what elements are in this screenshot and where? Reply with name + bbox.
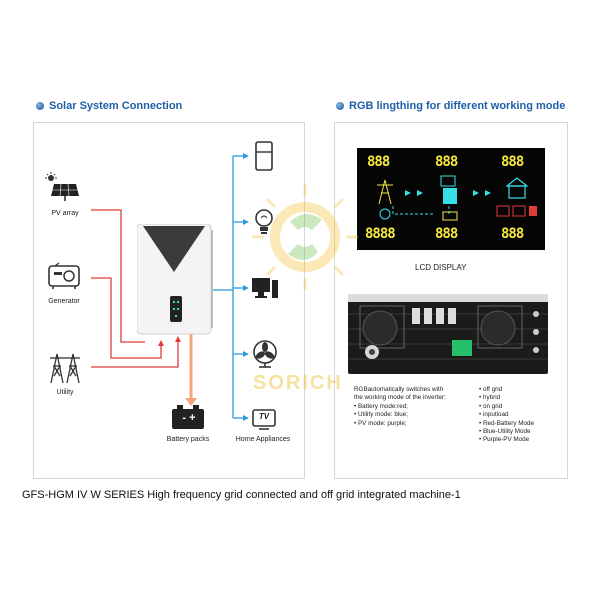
sun-logo-icon bbox=[252, 184, 358, 290]
lcd-digits-top-left: 888 bbox=[367, 154, 390, 170]
lcd-flow-graphics bbox=[377, 175, 537, 221]
watermark-text: SORICH bbox=[253, 372, 343, 394]
left-panel-title: Solar System Connection bbox=[36, 100, 182, 112]
battery-terminal-signs: - + bbox=[182, 412, 196, 424]
battery-icon bbox=[172, 405, 204, 429]
utility bbox=[47, 350, 83, 389]
appliance-fridge bbox=[253, 141, 275, 176]
lcd-digits-bottom-mid: 888 bbox=[435, 226, 458, 242]
appliance-lightbulb bbox=[253, 207, 275, 242]
pv-wire bbox=[91, 209, 145, 343]
legend-line: • inputload bbox=[479, 411, 509, 419]
utility-tower-icon bbox=[50, 353, 80, 384]
legend-line: • Purple-PV Mode bbox=[479, 436, 530, 444]
right-panel-title: RGB lingthing for different working mode bbox=[336, 100, 565, 112]
page-caption: GFS-HGM IV W SERIES High frequency grid … bbox=[22, 489, 461, 501]
legend-line: • Utility mode: blue; bbox=[354, 411, 409, 419]
battery-packs-label: Battery packs bbox=[166, 436, 210, 443]
connection-wires bbox=[91, 153, 249, 421]
legend-line: • Battery mode:red; bbox=[354, 402, 409, 410]
pv-array bbox=[44, 172, 80, 207]
computer-icon bbox=[252, 278, 278, 298]
appliance-fan bbox=[252, 340, 278, 373]
generator-wire bbox=[91, 277, 162, 359]
refrigerator-icon bbox=[255, 141, 273, 171]
lcd-digits-bottom-left: 8888 bbox=[365, 226, 396, 242]
legend-line: • Blue-Utility Mode bbox=[479, 428, 531, 436]
pv-array-label: PV array bbox=[51, 210, 79, 217]
legend-line: • off grid bbox=[479, 386, 503, 393]
lightbulb-icon bbox=[255, 209, 273, 234]
lcd-digits-top-right: 888 bbox=[501, 154, 524, 170]
legend-line: RGBautomatically switches with bbox=[354, 386, 444, 393]
battery-pack: - + bbox=[171, 404, 205, 435]
appliance-tv: TV bbox=[251, 407, 277, 436]
fan-icon bbox=[253, 340, 277, 368]
legend-line: • PV mode: purple; bbox=[354, 419, 407, 427]
inverter-bottom-view bbox=[348, 294, 548, 374]
lcd-digits-bottom-right: 888 bbox=[501, 226, 524, 242]
solar-panel-icon bbox=[45, 172, 79, 201]
utility-label: Utility bbox=[56, 389, 74, 396]
lcd-screen: 888 888 888 8888 888 888 bbox=[357, 148, 545, 250]
bullet-icon bbox=[36, 102, 44, 110]
generator-icon bbox=[48, 262, 80, 289]
legend-line: the working mode of the inverter: bbox=[354, 394, 446, 402]
generator bbox=[47, 262, 81, 295]
bullet-icon bbox=[336, 102, 344, 110]
generator-label: Generator bbox=[48, 298, 80, 305]
home-appliances-label: Home Appliances bbox=[235, 436, 291, 443]
legend-line: • Red-Battery Mode bbox=[479, 419, 535, 427]
legend-line: • hybrid bbox=[479, 394, 501, 402]
utility-wire bbox=[91, 340, 179, 368]
lcd-display-label: LCD DISPLAY bbox=[415, 263, 467, 272]
appliance-computer bbox=[251, 276, 279, 305]
inverter-unit bbox=[136, 223, 213, 341]
legend-line: • on grid bbox=[479, 402, 503, 410]
tv-text: TV bbox=[258, 412, 270, 421]
rgb-legend-right: • off grid • hybrid • on grid • inputloa… bbox=[479, 386, 534, 445]
watermark-logo bbox=[250, 182, 360, 297]
tv-icon bbox=[252, 409, 276, 430]
rgb-legend-left: RGBautomatically switches with the worki… bbox=[354, 386, 446, 428]
lcd-digits-top-mid: 888 bbox=[435, 154, 458, 170]
